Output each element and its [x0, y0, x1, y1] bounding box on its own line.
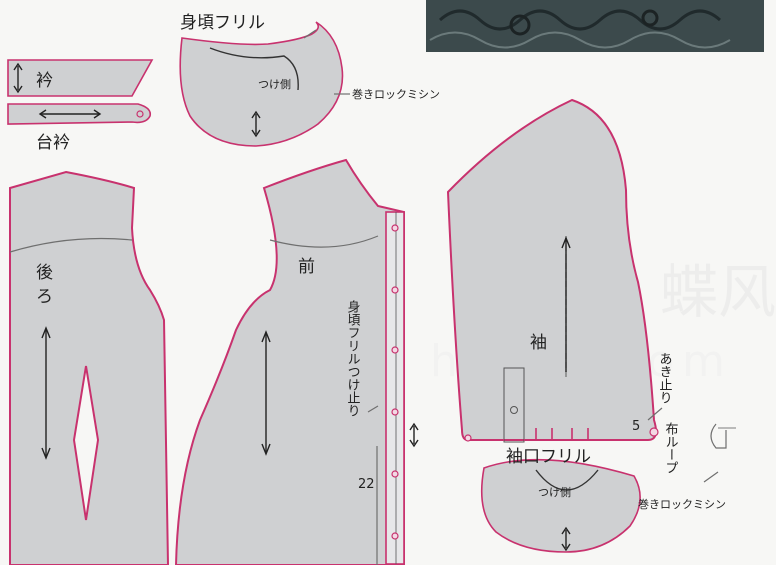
sleeve-piece: 袖 あき止り 5 布ループ	[446, 98, 736, 483]
placket-stop-label: あき止り	[657, 352, 673, 404]
rolled-hem-top-label: 巻きロックミシン	[352, 88, 440, 101]
frill-stop-vertical-label: 身頃フリルつけ止り	[345, 299, 361, 417]
back-label-2: ろ	[36, 287, 53, 307]
cuff-frill-label: 袖口フリル	[506, 447, 591, 467]
measure-5-label: 5	[632, 419, 640, 434]
back-bodice-piece: 後 ろ	[9, 170, 170, 565]
attach-side-top-label: つけ側	[258, 78, 291, 91]
watermark-cn: 蝶风	[660, 258, 776, 326]
collar-piece: 衿	[7, 59, 154, 97]
fabric-loop-label: 布ループ	[663, 422, 679, 474]
front-label: 前	[298, 257, 315, 277]
collar-label: 衿	[36, 71, 53, 91]
attach-side-bottom-label: つけ側	[538, 486, 571, 499]
collar-stand-piece: 台衿	[7, 103, 152, 153]
front-bodice-piece: 前 身頃フリルつけ止り 22	[174, 158, 419, 565]
fabric-photo	[426, 0, 764, 52]
rolled-hem-bottom-label: 巻きロックミシン	[638, 498, 726, 511]
bodice-frill-piece: 身頃フリル つけ側 巻きロックミシン	[179, 13, 440, 147]
bodice-frill-label: 身頃フリル	[180, 13, 265, 33]
sleeve-label: 袖	[530, 333, 547, 353]
cuff-frill-piece: 袖口フリル つけ側 巻きロックミシン	[480, 447, 726, 553]
collar-stand-label: 台衿	[36, 133, 70, 153]
back-label-1: 後	[36, 263, 53, 283]
measure-22-label: 22	[358, 477, 375, 492]
